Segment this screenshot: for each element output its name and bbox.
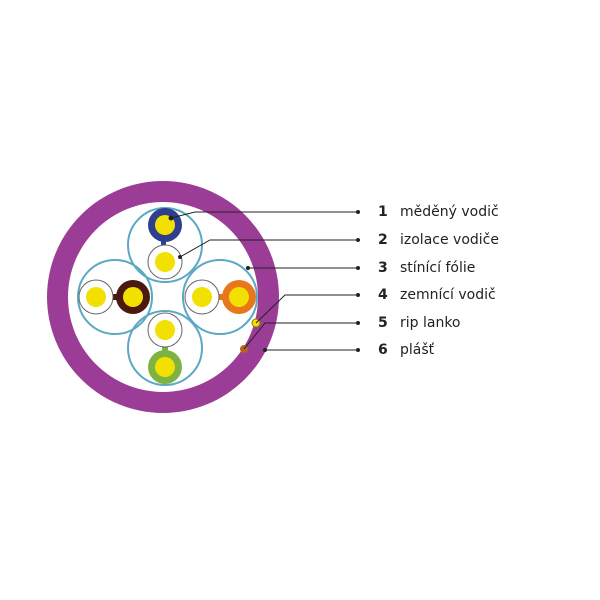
cable-interior: [68, 202, 258, 392]
pair-orange-shield-foil: [182, 259, 258, 335]
leader-dot-3-end: [356, 266, 360, 270]
legend-item-4: 4 zemnící vodič: [378, 284, 496, 306]
legend-label: rip lanko: [400, 315, 461, 331]
leader-line-5: [243, 322, 358, 350]
leader-dot-3: [246, 266, 250, 270]
legend-number: 6: [378, 342, 388, 358]
leader-dot-2-end: [356, 238, 360, 242]
legend-label: plášť: [400, 342, 435, 358]
legend-number: 4: [378, 287, 388, 303]
leader-dot-2: [178, 255, 182, 259]
leader-dot-1: [168, 215, 174, 221]
pair-brown-colored-copper: [123, 287, 143, 307]
legend-number: 3: [378, 260, 388, 276]
leader-line-2: [179, 239, 358, 258]
pair-orange-white-copper: [192, 287, 212, 307]
pair-blue: [127, 207, 203, 283]
pair-blue-web: [161, 226, 166, 260]
legend-number: 5: [378, 315, 388, 331]
legend-label: stínící fólie: [400, 260, 476, 276]
legend-item-1: 1 měděný vodič: [378, 201, 499, 223]
legend-number: 2: [378, 232, 388, 248]
leader-lines: [170, 211, 358, 351]
legend-item-2: 2 izolace vodiče: [378, 229, 499, 251]
pair-green-white-copper: [155, 320, 175, 340]
legend-item-5: 5 rip lanko: [378, 312, 461, 334]
pair-orange-colored-copper: [229, 287, 249, 307]
legend-label: zemnící vodič: [400, 287, 496, 303]
legend-label: izolace vodiče: [400, 232, 499, 248]
leader-dot-6: [263, 348, 267, 352]
legend-label: měděný vodič: [400, 204, 499, 220]
leader-dot-1-end: [356, 210, 360, 214]
pair-orange: [182, 259, 258, 335]
leader-dot-4-end: [356, 293, 360, 297]
pair-brown: [77, 259, 153, 335]
pair-brown-shield-foil: [77, 259, 153, 335]
leader-dot-6-end: [356, 348, 360, 352]
legend-item-6: 6 plášť: [378, 339, 434, 361]
pair-brown-white-copper: [86, 287, 106, 307]
pair-blue-white-copper: [155, 252, 175, 272]
pair-green-shield-foil: [127, 310, 203, 386]
leader-line-4: [255, 294, 358, 324]
leader-dots: [168, 210, 360, 352]
leader-line-1: [170, 211, 358, 219]
pair-green: [127, 310, 203, 386]
leader-dot-5-end: [356, 321, 360, 325]
legend-number: 1: [378, 204, 388, 220]
pair-green-colored-copper: [155, 357, 175, 377]
legend-item-3: 3 stínící fólie: [378, 257, 475, 279]
